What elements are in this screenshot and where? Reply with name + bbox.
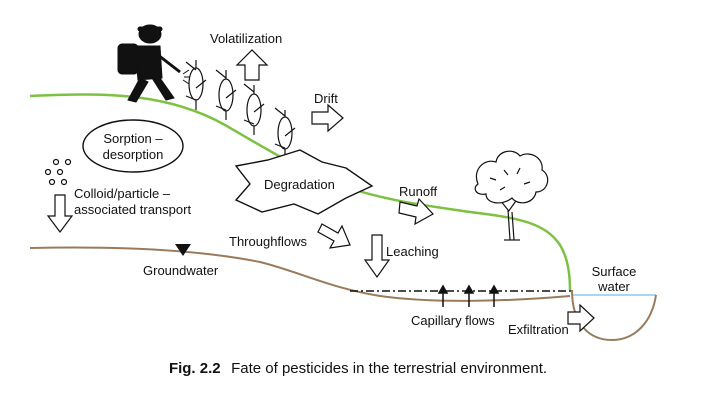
colloid-down-arrow bbox=[46, 194, 74, 233]
corn-plant-icon bbox=[274, 107, 296, 160]
figure-caption-number: Fig. 2.2 bbox=[169, 360, 221, 377]
surface-water-label-line2: water bbox=[597, 279, 630, 294]
exfiltration-label: Exfiltration bbox=[508, 322, 569, 337]
sorption-ellipse bbox=[82, 119, 184, 173]
sorption-label-line1: Sorption – bbox=[103, 131, 163, 146]
groundwater-table-marker-icon bbox=[175, 244, 191, 256]
groundwater-label: Groundwater bbox=[143, 263, 219, 278]
farmer-sprayer-icon bbox=[117, 24, 191, 103]
throughflows-label: Throughflows bbox=[229, 234, 308, 249]
volatilization-arrow bbox=[235, 49, 269, 81]
sorption-label-line2: desorption bbox=[103, 147, 164, 162]
tree-icon bbox=[474, 150, 549, 241]
degradation-label: Degradation bbox=[264, 177, 335, 192]
leaching-arrow bbox=[363, 234, 391, 279]
figure-caption-text: Fate of pesticides in the terrestrial en… bbox=[231, 360, 547, 377]
groundwater-line bbox=[29, 246, 571, 302]
leaching-label: Leaching bbox=[386, 244, 439, 259]
colloid-label-line2: associated transport bbox=[74, 202, 191, 217]
corn-plant-icon bbox=[243, 83, 265, 135]
runoff-arrow bbox=[398, 197, 434, 226]
throughflows-arrow bbox=[317, 223, 351, 249]
figure-caption: Fig. 2.2 Fate of pesticides in the terre… bbox=[169, 360, 547, 377]
capillary-flow-arrows bbox=[437, 284, 500, 307]
colloid-particles bbox=[44, 158, 72, 186]
surface-water-label-line1: Surface bbox=[592, 264, 637, 279]
colloid-label-line1: Colloid/particle – bbox=[74, 186, 171, 201]
corn-plant-icon bbox=[215, 69, 237, 120]
degradation-star bbox=[234, 149, 374, 215]
volatilization-label: Volatilization bbox=[210, 31, 282, 46]
ground-surface-line bbox=[29, 93, 572, 291]
runoff-label: Runoff bbox=[399, 184, 437, 199]
drift-arrow bbox=[311, 103, 344, 133]
exfiltration-arrow bbox=[567, 303, 595, 333]
corn-plant-icon bbox=[185, 60, 207, 110]
capillary-flows-label: Capillary flows bbox=[411, 313, 495, 328]
drift-label: Drift bbox=[314, 91, 338, 106]
corn-plants bbox=[185, 60, 296, 160]
